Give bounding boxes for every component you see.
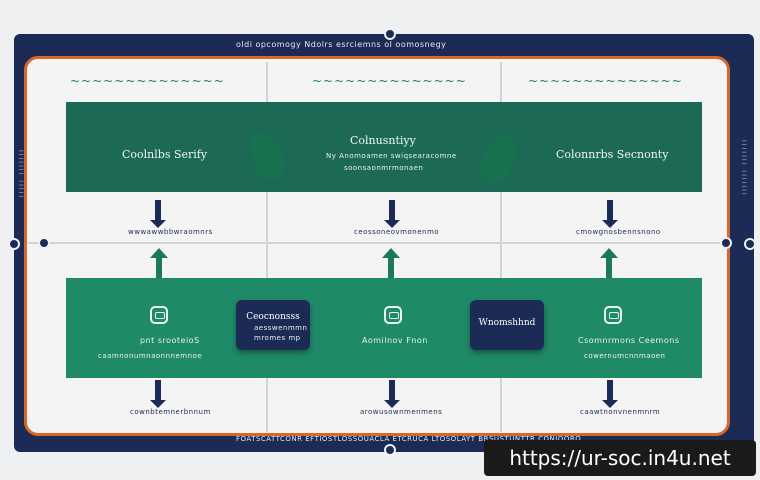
- column-1-header: ~~~~~~~~~~~~~~: [70, 74, 225, 88]
- side-label-right: IIIIIII IIIIIII: [740, 140, 747, 197]
- column-2-bottom-label: arowusownmenmens: [360, 408, 443, 416]
- column-1-arrow-label: wwwawwbbwraomnrs: [128, 228, 213, 236]
- top-connector-dot: [384, 28, 396, 40]
- card-right: Wnomshhnd: [470, 300, 544, 350]
- arrow-bottom-3: [602, 380, 618, 408]
- arrow-bottom-2: [384, 380, 400, 408]
- lower-3-sub: cowernumcnnmaoen: [584, 352, 666, 360]
- card-left-sub: aesswenmmn: [254, 324, 308, 332]
- side-label-left: IIIIIII IIIII: [17, 150, 24, 200]
- lower-1-sub: caamnonumnaonnnemnoe: [98, 352, 203, 360]
- top-band: [66, 102, 702, 192]
- bottom-connector-dot: [384, 444, 396, 456]
- mid-left-dot: [38, 237, 50, 249]
- row-divider: [28, 242, 728, 244]
- mid-right-dot: [720, 237, 732, 249]
- card-left: Ceocnonsss aesswenmmn mromes mp: [236, 300, 310, 350]
- right-connector-dot: [744, 238, 756, 250]
- arrow-down-2: [384, 200, 400, 228]
- column-2-arrow-label: ceossoneovmonenmo: [354, 228, 440, 236]
- shield-icon: [150, 306, 168, 324]
- arrow-up-3: [600, 248, 618, 280]
- column-2-subtitle: Ny Anomoamen swiqsearacomne: [326, 152, 457, 160]
- column-2-subtitle-2: soonsaonmrmonaen: [344, 164, 424, 172]
- document-icon: [384, 306, 402, 324]
- left-connector-dot: [8, 238, 20, 250]
- arrow-bottom-1: [150, 380, 166, 408]
- card-right-title: Wnomshhnd: [478, 318, 536, 328]
- card-left-title: Ceocnonsss: [246, 312, 300, 322]
- lower-2-label: Aomilnov Fnon: [362, 336, 428, 345]
- lower-1-label: pnt srooteioS: [140, 336, 200, 345]
- column-2-header: ~~~~~~~~~~~~~~: [312, 74, 467, 88]
- card-left-sub-2: mromes mp: [254, 334, 301, 342]
- column-divider-1: [266, 62, 268, 432]
- column-3-title: Colonnrbs Secnonty: [556, 148, 669, 161]
- footer-caption: FOATSCATTCONR EFTIOSTLOSSOUACLA ETCRUCA …: [236, 435, 582, 443]
- column-1-title: Coolnlbs Serify: [122, 148, 208, 161]
- column-1-bottom-label: cownbtemnerbnnum: [130, 408, 211, 416]
- lower-3-label: Csomnrmons Ceemons: [578, 336, 680, 345]
- column-2-title: Colnusntiyy: [350, 134, 416, 147]
- column-divider-2: [500, 62, 502, 432]
- chip-icon: [604, 306, 622, 324]
- column-3-bottom-label: caawtnonvnenmnrm: [580, 408, 661, 416]
- header-caption: oldi opcomogy Ndolrs esrciemns ol oomosn…: [236, 40, 447, 49]
- bottom-band: [66, 278, 702, 378]
- arrow-down-1: [150, 200, 166, 228]
- column-3-header: ~~~~~~~~~~~~~~: [528, 74, 683, 88]
- arrow-down-3: [602, 200, 618, 228]
- column-3-arrow-label: cmowgnosbennsnono: [576, 228, 661, 236]
- arrow-up-1: [150, 248, 168, 280]
- arrow-up-2: [382, 248, 400, 280]
- watermark-url: https://ur-soc.in4u.net: [484, 440, 756, 476]
